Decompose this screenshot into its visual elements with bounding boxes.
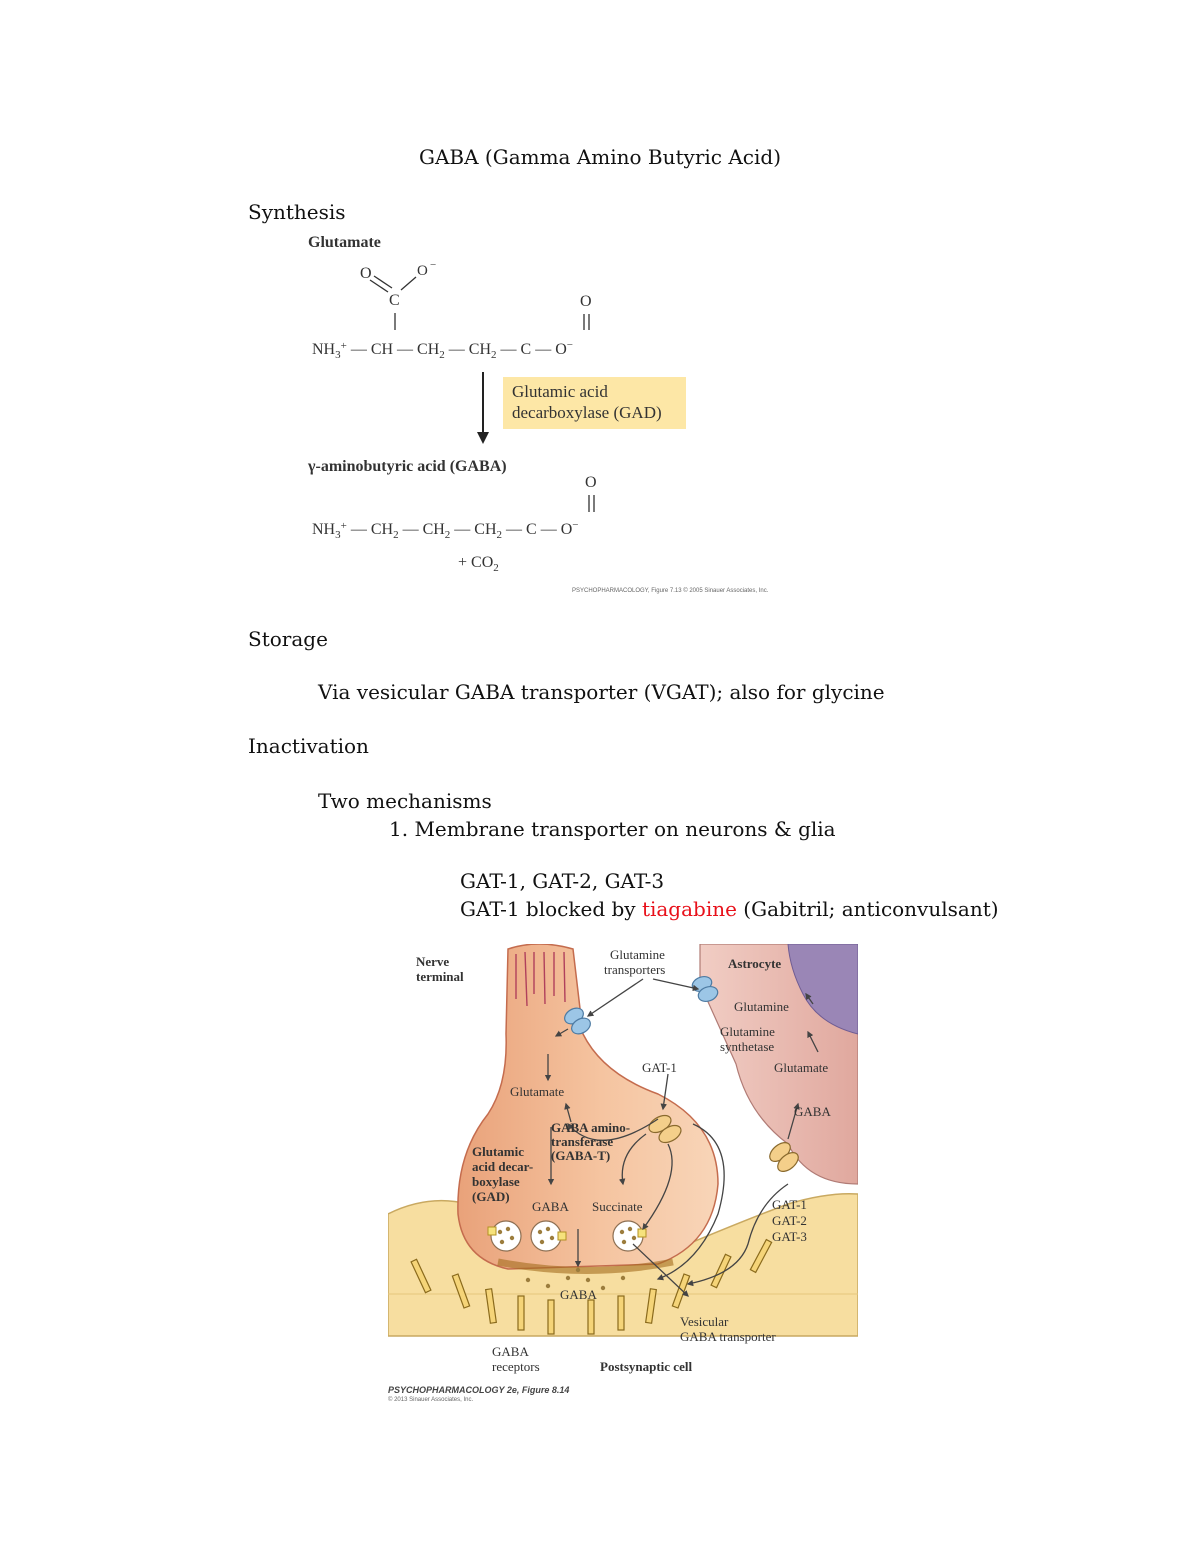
svg-text:O: O <box>360 265 372 282</box>
enzyme-name-line1: Glutamic acid <box>512 382 608 401</box>
storage-text: Via vesicular GABA transporter (VGAT); a… <box>318 680 885 704</box>
section-inactivation: Inactivation <box>248 734 369 758</box>
astrocyte-nucleus <box>787 943 859 1035</box>
page-title: GABA (Gamma Amino Butyric Acid) <box>419 145 781 169</box>
gat-blocked-suffix: (Gabitril; anticonvulsant) <box>736 897 999 921</box>
gaba-cleft-label: GABA <box>560 1287 597 1302</box>
section-storage: Storage <box>248 627 328 651</box>
gat1-label: GAT-1 <box>642 1060 677 1075</box>
enzyme-highlight-box <box>503 377 686 429</box>
gat-blocked-line: GAT-1 blocked by tiagabine (Gabitril; an… <box>460 897 999 921</box>
svg-text:C: C <box>389 292 400 309</box>
gaba-molecule-label: γ-aminobutyric acid (GABA) <box>307 458 507 475</box>
svg-text:NH3+ — CH2 — CH2 — CH2 — C — O: NH3+ — CH2 — CH2 — CH2 — C — O− <box>312 519 578 541</box>
gat-blocked-prefix: GAT-1 blocked by <box>460 897 642 921</box>
section-synthesis: Synthesis <box>248 200 346 224</box>
figure2-caption: PSYCHOPHARMACOLOGY 2e, Figure 8.14 <box>388 1385 570 1395</box>
enzyme-name-line2: decarboxylase (GAD) <box>512 403 662 422</box>
astrocyte-label: Astrocyte <box>728 956 781 971</box>
svg-text:NH3+ — CH — CH2 — CH2 — C — O−: NH3+ — CH — CH2 — CH2 — C — O− <box>312 339 573 361</box>
succinate-label: Succinate <box>592 1199 643 1214</box>
glutamate-neuron-label: Glutamate <box>510 1084 564 1099</box>
svg-text:O: O <box>585 474 597 491</box>
svg-text:O: O <box>417 263 428 279</box>
figure1-credit: PSYCHOPHARMACOLOGY, Figure 7.13 © 2005 S… <box>572 588 769 594</box>
nerve-terminal-shape <box>457 943 719 1270</box>
svg-text:O: O <box>580 293 592 310</box>
glutamine-label: Glutamine <box>734 999 789 1014</box>
gaba-astrocyte-label: GABA <box>794 1104 831 1119</box>
two-mechanisms: Two mechanisms <box>318 789 492 813</box>
vesicle-group <box>490 1220 644 1252</box>
glutamate-label: Glutamate <box>308 234 381 251</box>
gaba-t-label: GABA amino-transferase(GABA-T) <box>551 1120 630 1163</box>
gaba-neuron-label: GABA <box>532 1199 569 1214</box>
svg-text:−: − <box>430 259 436 271</box>
figure2-credit: © 2013 Sinauer Associates, Inc. <box>388 1397 474 1403</box>
synthesis-figure: Glutamate O O − C O NH3+ — CH — CH2 — CH… <box>300 230 750 600</box>
tiagabine-drug: tiagabine <box>641 897 737 921</box>
postsynaptic-label: Postsynaptic cell <box>600 1359 692 1374</box>
glutamate-astrocyte-label: Glutamate <box>774 1060 828 1075</box>
co2-label: + CO2 <box>458 554 499 574</box>
gat-list: GAT-1, GAT-2, GAT-3 <box>460 869 665 893</box>
mechanism-item-1: 1. Membrane transporter on neurons & gli… <box>389 817 836 841</box>
